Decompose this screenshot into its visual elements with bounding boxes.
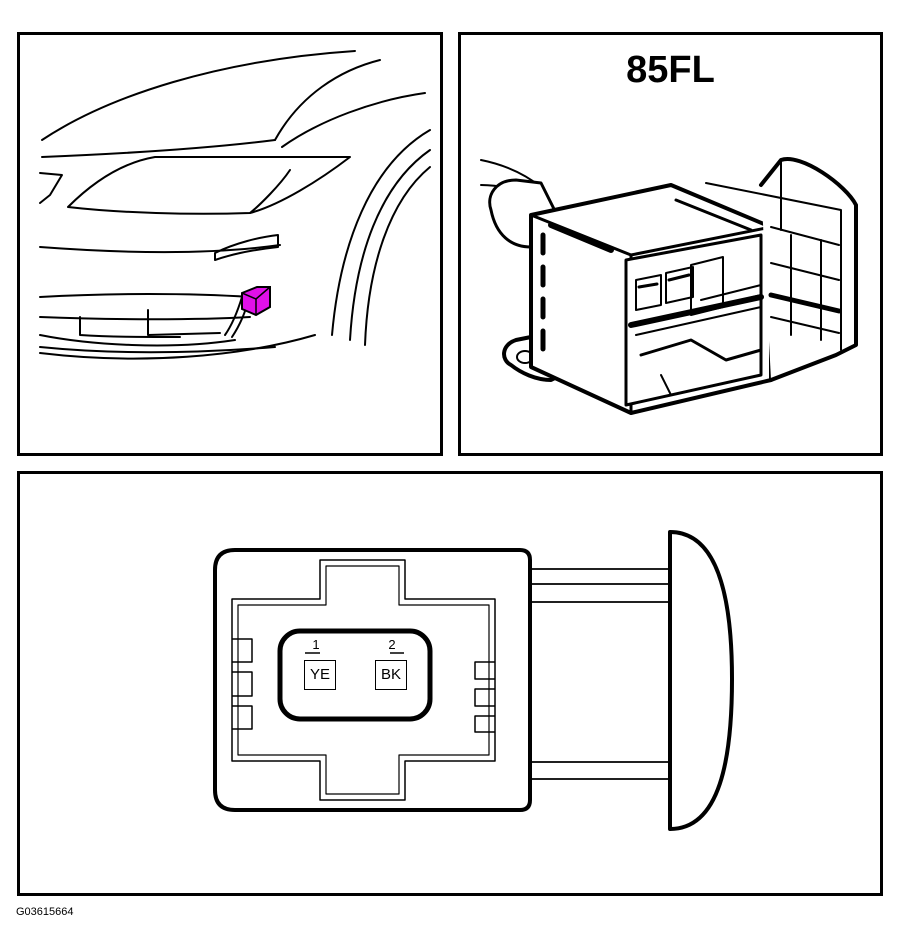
figure-id: G03615664 — [16, 906, 74, 918]
connector-id-label: 85FL — [626, 49, 715, 91]
pin-2-number: 2 — [388, 637, 396, 652]
connector-view-panel: 85FL — [458, 32, 883, 456]
connector-location-marker — [241, 286, 271, 317]
pin-1-wire-color: YE — [309, 666, 330, 683]
pin-2-wire-color: BK — [380, 666, 401, 683]
pin-2-cavity: BK — [375, 660, 407, 690]
pin-1-number: 1 — [312, 637, 320, 652]
connector-isometric-drawing — [480, 157, 858, 415]
vehicle-locator-panel — [17, 32, 443, 456]
connector-face-panel: 1 YE 2 BK — [17, 471, 883, 896]
pin-1-cavity: YE — [304, 660, 336, 690]
connector-face-drawing — [213, 530, 734, 831]
vehicle-front-drawing — [39, 50, 431, 360]
